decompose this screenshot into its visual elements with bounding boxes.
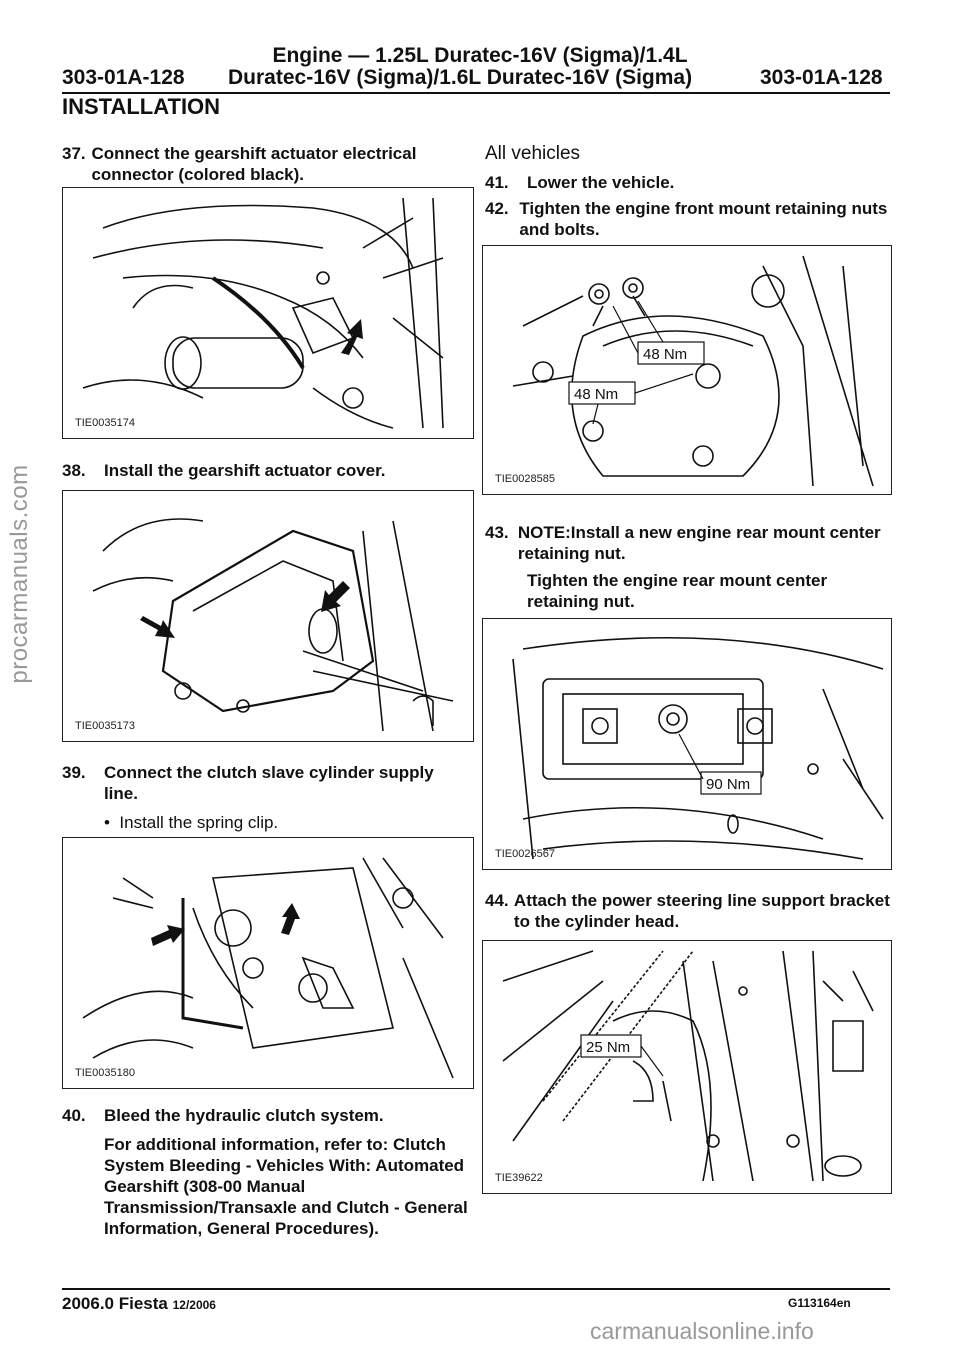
step-40: 40. Bleed the hydraulic clutch system. bbox=[62, 1105, 472, 1126]
torque-label: 48 Nm bbox=[574, 386, 618, 403]
step-number: 42. bbox=[485, 199, 509, 218]
step-37: 37. Connect the gearshift actuator elect… bbox=[62, 143, 472, 185]
step-number: 37. bbox=[62, 144, 86, 163]
torque-label: 90 Nm bbox=[706, 776, 750, 793]
footer-divider bbox=[62, 1288, 890, 1290]
step-text: NOTE:Install a new engine rear mount cen… bbox=[517, 523, 881, 563]
figure-code: TIE0028585 bbox=[495, 473, 555, 485]
step-text: Tighten the engine front mount retaining… bbox=[519, 199, 888, 239]
arrow-indicator bbox=[281, 903, 300, 935]
torque-label: 48 Nm bbox=[643, 346, 687, 363]
page-title-line1: Engine — 1.25L Duratec-16V (Sigma)/1.4L bbox=[272, 44, 688, 67]
header-divider bbox=[62, 92, 890, 94]
figure-power-steering-bracket: 25 Nm TIE39622 bbox=[482, 940, 892, 1194]
section-heading: INSTALLATION bbox=[62, 94, 221, 119]
step-41: 41. Lower the vehicle. bbox=[485, 172, 890, 193]
step-39-bullet: • Install the spring clip. bbox=[104, 813, 279, 832]
footer-model: 2006.0 Fiesta 12/2006 bbox=[62, 1294, 216, 1314]
bullet-text: Install the spring clip. bbox=[119, 813, 279, 832]
figure-code: TIE0035173 bbox=[75, 720, 135, 732]
step-43: 43. NOTE:Install a new engine rear mount… bbox=[485, 522, 890, 564]
arrow-indicator bbox=[321, 581, 350, 612]
page-number-left: 303-01A-128 bbox=[62, 66, 185, 89]
step-text: Bleed the hydraulic clutch system. bbox=[104, 1106, 384, 1125]
figure-gearshift-actuator-cover: TIE0035173 bbox=[62, 490, 474, 742]
illustration-actuator-connector: TIE0035174 bbox=[75, 197, 444, 429]
torque-label: 25 Nm bbox=[586, 1039, 630, 1056]
step-text: Attach the power steering line support b… bbox=[513, 891, 890, 931]
step-text: Connect the clutch slave cylinder supply… bbox=[103, 763, 434, 803]
step-number: 41. bbox=[485, 173, 509, 192]
bottom-watermark: carmanualsonline.info bbox=[590, 1318, 814, 1344]
step-42: 42. Tighten the engine front mount retai… bbox=[485, 198, 890, 240]
step-text: Lower the vehicle. bbox=[527, 173, 675, 192]
figure-code: TIE39622 bbox=[495, 1172, 543, 1184]
arrow-indicator bbox=[151, 925, 185, 946]
arrow-indicator bbox=[140, 616, 175, 638]
step-number: 40. bbox=[62, 1106, 86, 1125]
step-44: 44. Attach the power steering line suppo… bbox=[485, 890, 890, 932]
side-watermark-text: procarmanuals.com bbox=[6, 464, 33, 684]
step-number: 39. bbox=[62, 763, 86, 782]
step-38: 38. Install the gearshift actuator cover… bbox=[62, 460, 472, 481]
step-40-reference: For additional information, refer to: Cl… bbox=[104, 1135, 468, 1238]
arrow-indicator bbox=[341, 319, 363, 355]
figure-code: TIE0026567 bbox=[495, 848, 555, 860]
step-number: 44. bbox=[485, 891, 509, 910]
figure-engine-front-mount: 48 Nm 48 Nm TIE0028585 bbox=[482, 245, 892, 495]
step-text: Connect the gearshift actuator electrica… bbox=[91, 144, 417, 184]
page-number-right: 303-01A-128 bbox=[760, 66, 883, 89]
step-39: 39. Connect the clutch slave cylinder su… bbox=[62, 762, 472, 804]
figure-gearshift-actuator-connector: TIE0035174 bbox=[62, 187, 474, 439]
page-title-line2: Duratec-16V (Sigma)/1.6L Duratec-16V (Si… bbox=[228, 66, 693, 89]
figure-engine-rear-mount: 90 Nm TIE0026567 bbox=[482, 618, 892, 870]
step-43-instruction: Tighten the engine rear mount center ret… bbox=[527, 571, 828, 611]
step-text: Install the gearshift actuator cover. bbox=[104, 461, 386, 480]
subheading-all-vehicles: All vehicles bbox=[485, 143, 581, 164]
figure-code: TIE0035174 bbox=[75, 417, 135, 429]
footer-date: 12/2006 bbox=[172, 1298, 216, 1312]
step-number: 43. bbox=[485, 523, 509, 542]
figure-clutch-slave-line: TIE0035180 bbox=[62, 837, 474, 1089]
figure-code: TIE0035180 bbox=[75, 1067, 135, 1079]
footer-model-name: 2006.0 Fiesta bbox=[62, 1294, 168, 1313]
side-watermark: procarmanuals.com bbox=[0, 0, 33, 1349]
step-number: 38. bbox=[62, 461, 86, 480]
footer-code: G113164en bbox=[788, 1296, 851, 1310]
